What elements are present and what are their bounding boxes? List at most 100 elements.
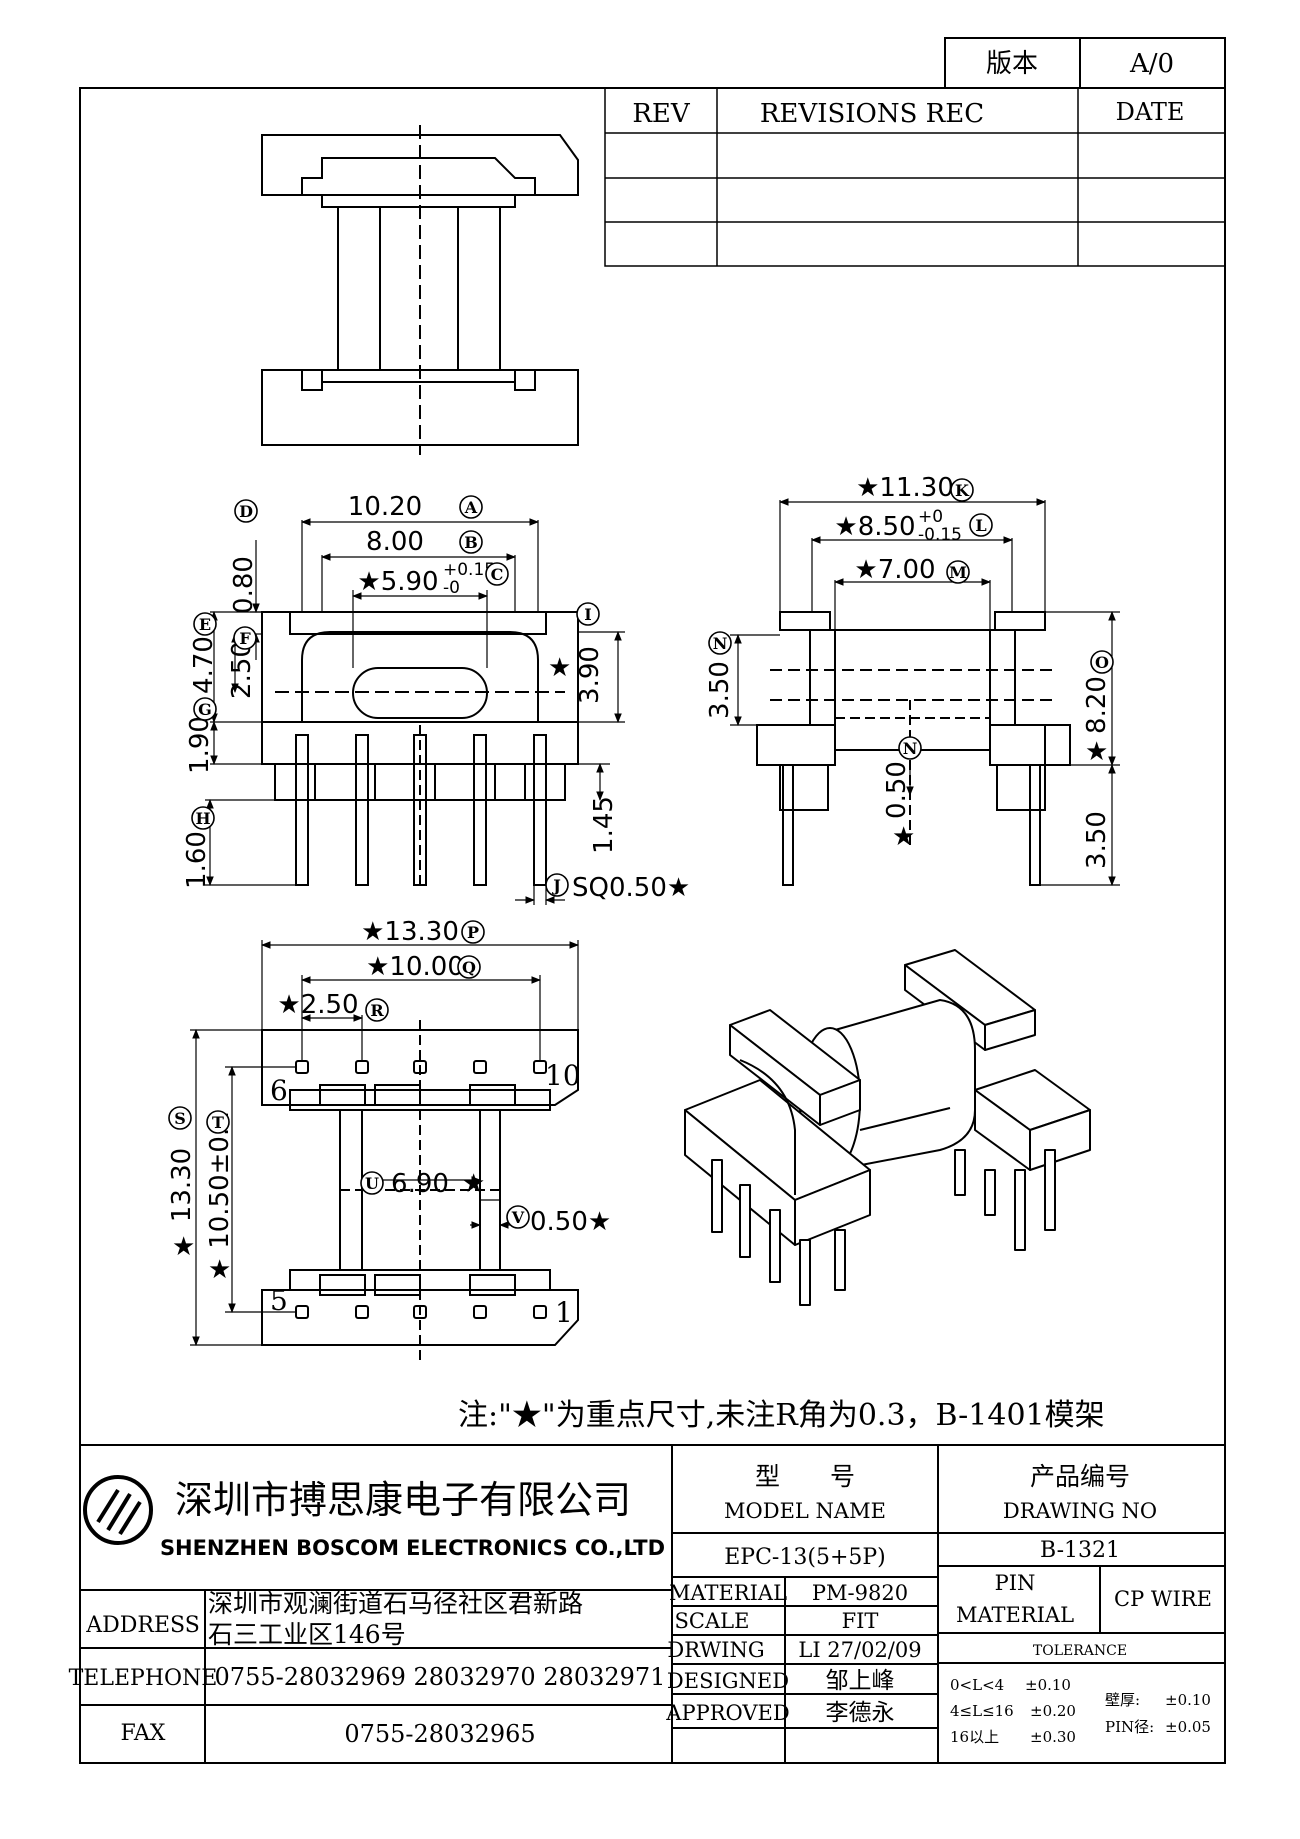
marker-label-c: C	[491, 565, 504, 584]
approved-value: 李德永	[826, 1700, 895, 1726]
scale-value: FIT	[842, 1609, 879, 1633]
isometric-view	[684, 949, 1091, 1306]
marker-circle-t	[206, 1110, 230, 1134]
marker-label-j: J	[551, 876, 561, 895]
pin-number-1: 1	[555, 1296, 573, 1329]
front-dim-texts: 10.20 8.00 ★5.90 +0.15 -0 0.80 4.70 2.50…	[182, 492, 690, 903]
dim-v: 0.50★	[530, 1207, 611, 1237]
dim-i-star: ★	[548, 653, 571, 683]
side-dim-texts: ★11.30 ★8.50 +0 -0.15 ★7.00 3.50 8.20 ★ …	[705, 473, 1112, 869]
marker-label-v: V	[511, 1208, 525, 1227]
pin-diameter-value: ±0.05	[1165, 1718, 1211, 1736]
marker-label-n: N	[903, 739, 918, 758]
dim-m: ★7.00	[854, 555, 935, 585]
dim-t: 10.50±0.1	[205, 1111, 235, 1249]
dim-c: ★5.90	[357, 567, 438, 597]
dim-c-tol-dn: -0	[443, 578, 460, 598]
wall-thickness-value: ±0.10	[1165, 1691, 1211, 1709]
marker-label-n: N	[713, 634, 728, 653]
telephone-label: TELEPHONE	[69, 1666, 218, 1691]
dim-s: 13.30	[167, 1148, 197, 1222]
marker-circle-s	[168, 1106, 192, 1130]
marker-label-f: F	[239, 629, 251, 648]
bottom-dim-lines	[190, 940, 579, 1346]
marker-circle-m	[946, 560, 970, 584]
dim-n2-star: ★	[892, 822, 915, 852]
marker-circle-n	[708, 631, 732, 655]
dim-u-star: ★	[462, 1169, 485, 1199]
dim-l-tol-dn: -0.15	[918, 525, 962, 545]
marker-circle-o	[1090, 650, 1114, 674]
side-dim-lines	[730, 498, 1120, 886]
dim-a: 10.20	[348, 492, 422, 522]
dim-c-tol-up: +0.15	[443, 560, 495, 580]
fax-label: FAX	[121, 1721, 166, 1746]
marker-label-r: R	[370, 1001, 384, 1020]
drwing-label: DRWING	[667, 1638, 764, 1662]
dim-n2: 0.50	[882, 761, 912, 819]
front-view	[261, 611, 579, 886]
drawing-note: 注:"★"为重点尺寸,未注R角为0.3，B-1401模架	[458, 1398, 1105, 1433]
dim-r: ★2.50	[277, 990, 358, 1020]
marker-label-k: K	[955, 481, 970, 500]
dim-pin-height: 1.45	[589, 796, 619, 854]
company-name-cn: 深圳市搏思康电子有限公司	[175, 1478, 631, 1522]
dim-l-tol-up: +0	[918, 507, 943, 527]
marker-circle-n	[898, 736, 922, 760]
drwing-value: LI 27/02/09	[798, 1638, 921, 1662]
dim-u: 6.90	[391, 1169, 449, 1199]
drawing-label-cn: 产品编号	[1030, 1462, 1130, 1491]
dim-j: SQ0.50★	[572, 873, 690, 903]
marker-circle-l	[969, 513, 993, 537]
model-value: EPC-13(5+5P)	[724, 1545, 886, 1570]
pin-number-5: 5	[270, 1284, 288, 1317]
marker-label-d: D	[239, 502, 253, 521]
tol-range-3: 16以上	[950, 1728, 999, 1746]
marker-circle-u	[360, 1171, 384, 1195]
version-value: A/0	[1129, 49, 1174, 79]
designed-label: DESIGNED	[667, 1669, 789, 1693]
material-label: MATERIAL	[669, 1581, 787, 1605]
rev-header: REV	[632, 99, 691, 129]
marker-circle-a	[459, 495, 483, 519]
marker-label-t: T	[212, 1113, 224, 1132]
tol-value-2: ±0.20	[1030, 1702, 1076, 1720]
marker-circle-j	[545, 873, 569, 897]
dim-g: 1.90	[185, 716, 215, 774]
marker-label-u: U	[365, 1174, 379, 1193]
marker-circle-p	[461, 920, 485, 944]
dim-o-star: ★	[1085, 737, 1108, 767]
title-block	[80, 1444, 1225, 1763]
marker-circle-k	[950, 478, 974, 502]
marker-label-o: O	[1095, 653, 1109, 672]
marker-label-s: S	[174, 1109, 186, 1128]
bottom-dim-texts: ★13.30 ★10.00 ★2.50 13.30 ★ 10.50±0.1 ★ …	[167, 917, 611, 1329]
marker-label-b: B	[464, 533, 478, 552]
dim-q: ★10.00	[366, 952, 464, 982]
dim-p: ★13.30	[361, 917, 459, 947]
scale-label: SCALE	[675, 1609, 750, 1633]
revisions-rec-header: REVISIONS REC	[760, 99, 984, 129]
marker-circle-r	[365, 998, 389, 1022]
marker-label-p: P	[467, 923, 479, 942]
marker-circle-i	[576, 602, 600, 626]
marker-circle-v	[506, 1205, 530, 1229]
dim-b: 8.00	[366, 527, 424, 557]
telephone-value: 0755-28032969 28032970 28032971	[215, 1663, 666, 1691]
marker-circle-g	[193, 697, 217, 721]
company-logo	[83, 1475, 153, 1545]
material-value: PM-9820	[812, 1581, 908, 1605]
dim-k: ★11.30	[856, 473, 954, 503]
front-dim-lines	[205, 518, 625, 905]
tol-range-2: 4≤L≤16	[950, 1702, 1014, 1720]
pin-number-6: 6	[270, 1074, 288, 1107]
bottom-view	[261, 1020, 579, 1360]
fax-value: 0755-28032965	[344, 1720, 535, 1748]
address-label: ADDRESS	[85, 1613, 200, 1638]
drawing-no-value: B-1321	[1040, 1538, 1120, 1563]
dim-l: ★8.50	[834, 512, 915, 542]
pin-label-1: PIN	[995, 1571, 1036, 1595]
tol-value-1: ±0.10	[1025, 1676, 1071, 1694]
